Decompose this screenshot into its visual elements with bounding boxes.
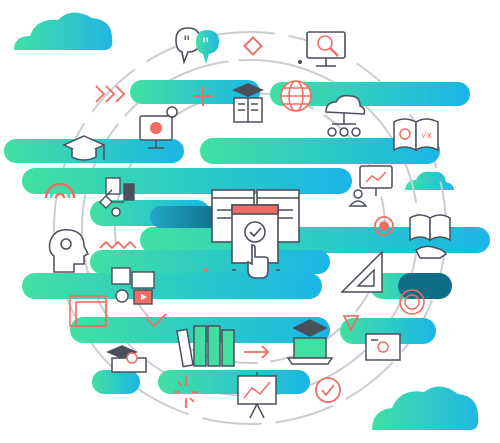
toggle-icon bbox=[398, 273, 452, 299]
triangle-down-icon bbox=[342, 315, 360, 333]
globe-icon bbox=[280, 80, 312, 112]
zigzag-icon bbox=[99, 240, 137, 250]
diamond-icon bbox=[243, 36, 263, 56]
rings-icon bbox=[399, 289, 425, 315]
quote-bubbles-icon: " " bbox=[175, 27, 219, 65]
graduation-certificate-icon bbox=[106, 345, 147, 373]
svg-text:": " bbox=[183, 32, 190, 51]
media-collage-icon bbox=[111, 267, 155, 305]
laptop-graduation-icon bbox=[286, 319, 334, 365]
book-formula-icon: √x bbox=[393, 118, 439, 152]
diploma-icon bbox=[365, 333, 401, 361]
graduation-cap-icon bbox=[62, 135, 106, 161]
dot-icon bbox=[204, 268, 208, 272]
svg-text:√x: √x bbox=[421, 130, 433, 141]
gradient-bands bbox=[4, 80, 490, 394]
cloud-icon bbox=[14, 12, 113, 50]
triangle-ruler-icon bbox=[340, 250, 383, 293]
sparkle-icon bbox=[174, 376, 198, 408]
plus-icon bbox=[193, 86, 213, 106]
target-icon bbox=[374, 216, 394, 236]
photo-frames-icon bbox=[69, 295, 107, 327]
easel-chart-icon bbox=[237, 372, 277, 419]
arrow-icon bbox=[244, 345, 270, 359]
cloud-icon bbox=[372, 386, 479, 430]
check-mark-icon bbox=[145, 313, 167, 328]
dark-band bbox=[150, 206, 220, 228]
chevrons-icon bbox=[95, 85, 126, 103]
rainbow-icon bbox=[44, 182, 76, 199]
monitor-magnifier-icon bbox=[306, 31, 346, 67]
presenter-icon bbox=[348, 165, 393, 207]
books-icon bbox=[176, 325, 235, 368]
flowchart-icon bbox=[99, 177, 135, 217]
head-gears-icon bbox=[48, 229, 90, 273]
check-circle-icon bbox=[315, 377, 341, 403]
monitor-apple-icon bbox=[139, 106, 178, 149]
webpages-click-icon bbox=[211, 189, 300, 279]
dot-icon bbox=[298, 60, 302, 64]
book-hand-icon bbox=[409, 214, 451, 259]
svg-text:": " bbox=[202, 34, 209, 53]
cloud-network-icon bbox=[325, 94, 366, 137]
graduation-book-icon bbox=[232, 83, 264, 123]
